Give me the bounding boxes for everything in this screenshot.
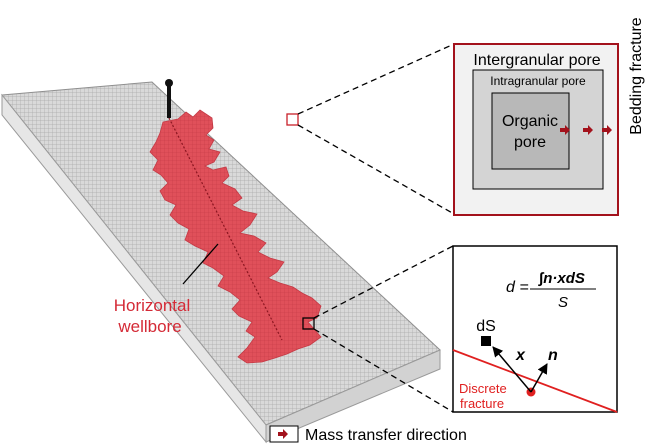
- wellhead-icon: [165, 79, 173, 118]
- stimulated-fracture-region: [149, 109, 322, 364]
- formula-lhs: d =: [506, 279, 529, 296]
- wellbore-leader-line: [182, 243, 219, 285]
- right-arrow-icon: [583, 125, 593, 135]
- discrete-fracture-label-line1: Discrete: [459, 381, 507, 396]
- intragranular-pore-label: Intragranular pore: [490, 74, 586, 88]
- wellbore-path: [168, 117, 283, 341]
- organic-pore-box: [491, 92, 570, 170]
- discrete-fracture-line: [452, 349, 618, 413]
- ds-label: dS: [476, 318, 496, 335]
- zoom-line-bottom: [297, 124, 455, 215]
- formula-denominator: S: [558, 294, 568, 311]
- right-arrow-icon: [602, 125, 612, 135]
- area-element-icon: [481, 336, 491, 346]
- formula-numerator: ∫n·xdS: [538, 270, 585, 287]
- organic-pore-label-line2: pore: [514, 134, 546, 151]
- right-arrow-icon: [278, 429, 288, 439]
- n-vector-arrow: [530, 363, 548, 393]
- distance-formula-panel: d = ∫n·xdS S dS x n Discrete fracture: [452, 245, 618, 413]
- wellbore-label-line1: Horizontal: [114, 296, 191, 315]
- fracture-zoom-marker: [302, 317, 315, 330]
- discrete-fracture-label-line2: fracture: [460, 396, 504, 411]
- fracture-network: [149, 109, 322, 364]
- slab-front-face: [265, 349, 441, 443]
- x-vector-arrow: [492, 346, 532, 393]
- n-vector-label: n: [548, 347, 558, 364]
- horizontal-wellbore: [168, 117, 283, 341]
- wellbore-label-line2: wellbore: [117, 317, 181, 336]
- x-vector-label: x: [515, 347, 526, 364]
- zoom-line-top: [297, 43, 455, 115]
- pore-hierarchy-panel: Intergranular pore Intragranular pore Or…: [453, 43, 619, 216]
- organic-pore-label-line1: Organic: [502, 113, 558, 130]
- zoom-line-upper: [313, 245, 454, 319]
- legend: Mass transfer direction: [269, 425, 467, 444]
- bedding-fracture-label: Bedding fracture: [628, 17, 645, 135]
- intergranular-pore-label: Intergranular pore: [473, 52, 600, 69]
- zoom-line-lower: [313, 328, 454, 413]
- right-arrow-icon: [560, 125, 570, 135]
- pore-zoom-marker: [286, 113, 299, 126]
- legend-mass-transfer-label: Mass transfer direction: [305, 427, 467, 444]
